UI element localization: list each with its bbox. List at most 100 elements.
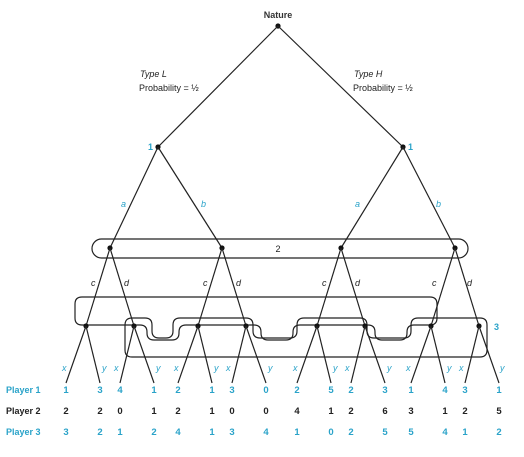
action-a-right: a bbox=[355, 199, 360, 209]
row-label-player1: Player 1 bbox=[6, 385, 41, 395]
action-c-4: c bbox=[432, 278, 437, 288]
player1-label-left: 1 bbox=[148, 142, 153, 152]
player2-payoff-13: 3 bbox=[408, 406, 413, 417]
action-y-2: y bbox=[155, 363, 161, 373]
action-y-3: y bbox=[213, 363, 219, 373]
action-x-5: x bbox=[292, 363, 298, 373]
player3-payoff-3: 1 bbox=[117, 427, 123, 438]
player3-payoff-12: 5 bbox=[382, 427, 388, 438]
player2-payoff-9: 4 bbox=[294, 406, 300, 417]
edge-c-3 bbox=[316, 247, 342, 327]
player2-payoff-12: 6 bbox=[382, 406, 387, 417]
player1-payoff-15: 3 bbox=[462, 385, 467, 396]
edge-d-4 bbox=[454, 247, 480, 327]
action-y-6: y bbox=[386, 363, 392, 373]
player2-payoff-6: 1 bbox=[209, 406, 215, 417]
action-b-right: b bbox=[436, 199, 441, 209]
edge-b-right bbox=[402, 146, 456, 249]
action-d-3: d bbox=[355, 278, 361, 288]
player1-payoff-5: 2 bbox=[175, 385, 180, 396]
player2-payoff-11: 2 bbox=[348, 406, 353, 417]
edge-type-h bbox=[277, 25, 404, 148]
action-y-4: y bbox=[267, 363, 273, 373]
player1-payoff-4: 1 bbox=[151, 385, 157, 396]
player1-payoff-8: 0 bbox=[263, 385, 268, 396]
player1-payoff-11: 2 bbox=[348, 385, 353, 396]
action-x-1: x bbox=[61, 363, 67, 373]
row-label-player2: Player 2 bbox=[6, 406, 41, 416]
player1-payoff-14: 4 bbox=[442, 385, 448, 396]
player2-payoff-7: 0 bbox=[229, 406, 234, 417]
player3-payoff-8: 4 bbox=[263, 427, 269, 438]
action-x-3: x bbox=[173, 363, 179, 373]
edge-d-3 bbox=[340, 247, 366, 327]
player2-payoff-5: 2 bbox=[175, 406, 180, 417]
action-c-3: c bbox=[322, 278, 327, 288]
edge-a-right bbox=[340, 146, 404, 249]
player2-information-set bbox=[91, 238, 469, 259]
player3-payoff-7: 3 bbox=[229, 427, 234, 438]
edge-type-l bbox=[157, 25, 279, 148]
player1-payoff-9: 2 bbox=[294, 385, 299, 396]
action-x-6: x bbox=[344, 363, 350, 373]
player3-information-set-a bbox=[74, 296, 438, 341]
player1-payoff-12: 3 bbox=[382, 385, 387, 396]
type-l-label: Type L bbox=[140, 69, 167, 79]
player1-payoff-13: 1 bbox=[408, 385, 414, 396]
action-c-2: c bbox=[203, 278, 208, 288]
player1-payoff-2: 3 bbox=[97, 385, 102, 396]
edge-b-left bbox=[157, 146, 223, 249]
action-y-1: y bbox=[101, 363, 107, 373]
player3-set-label: 3 bbox=[494, 322, 499, 332]
action-y-8: y bbox=[499, 363, 505, 373]
player1-payoff-6: 1 bbox=[209, 385, 215, 396]
edge-c-2 bbox=[197, 247, 223, 327]
action-d-4: d bbox=[467, 278, 473, 288]
player3-payoff-16: 2 bbox=[496, 427, 501, 438]
player3-payoff-2: 2 bbox=[97, 427, 102, 438]
action-d-2: d bbox=[236, 278, 242, 288]
player3-payoff-11: 2 bbox=[348, 427, 353, 438]
player2-payoff-1: 2 bbox=[63, 406, 68, 417]
player2-payoff-2: 2 bbox=[97, 406, 102, 417]
edge-d-2 bbox=[221, 247, 247, 327]
player2-payoff-16: 5 bbox=[496, 406, 502, 417]
action-d-1: d bbox=[124, 278, 130, 288]
player2-payoff-3: 0 bbox=[117, 406, 122, 417]
player1-payoff-7: 3 bbox=[229, 385, 234, 396]
player3-payoff-14: 4 bbox=[442, 427, 448, 438]
player1-payoff-16: 1 bbox=[496, 385, 502, 396]
player1-payoff-10: 5 bbox=[328, 385, 334, 396]
terminal-edges bbox=[65, 325, 500, 384]
edge-c-1 bbox=[85, 247, 111, 327]
prob-right-label: Probability = ½ bbox=[353, 83, 413, 93]
action-c-1: c bbox=[91, 278, 96, 288]
edge-d-1 bbox=[109, 247, 135, 327]
player2-payoff-15: 2 bbox=[462, 406, 467, 417]
type-h-label: Type H bbox=[354, 69, 383, 79]
action-x-4: x bbox=[225, 363, 231, 373]
player2-payoff-14: 1 bbox=[442, 406, 448, 417]
player3-information-set-b bbox=[124, 317, 488, 358]
player2-payoff-4: 1 bbox=[151, 406, 157, 417]
action-y-7: y bbox=[446, 363, 452, 373]
action-b-left: b bbox=[201, 199, 206, 209]
player2-set-label: 2 bbox=[275, 244, 280, 254]
row-label-player3: Player 3 bbox=[6, 427, 41, 437]
action-x-7: x bbox=[405, 363, 411, 373]
action-x-2: x bbox=[113, 363, 119, 373]
edge-a-left bbox=[109, 146, 159, 249]
player3-payoff-5: 4 bbox=[175, 427, 181, 438]
player3-payoff-15: 1 bbox=[462, 427, 468, 438]
edge-c-4 bbox=[430, 247, 456, 327]
player3-payoff-13: 5 bbox=[408, 427, 414, 438]
player3-payoff-4: 2 bbox=[151, 427, 156, 438]
action-y-5: y bbox=[332, 363, 338, 373]
player2-payoff-10: 1 bbox=[328, 406, 334, 417]
action-x-8: x bbox=[458, 363, 464, 373]
prob-left-label: Probability = ½ bbox=[139, 83, 199, 93]
